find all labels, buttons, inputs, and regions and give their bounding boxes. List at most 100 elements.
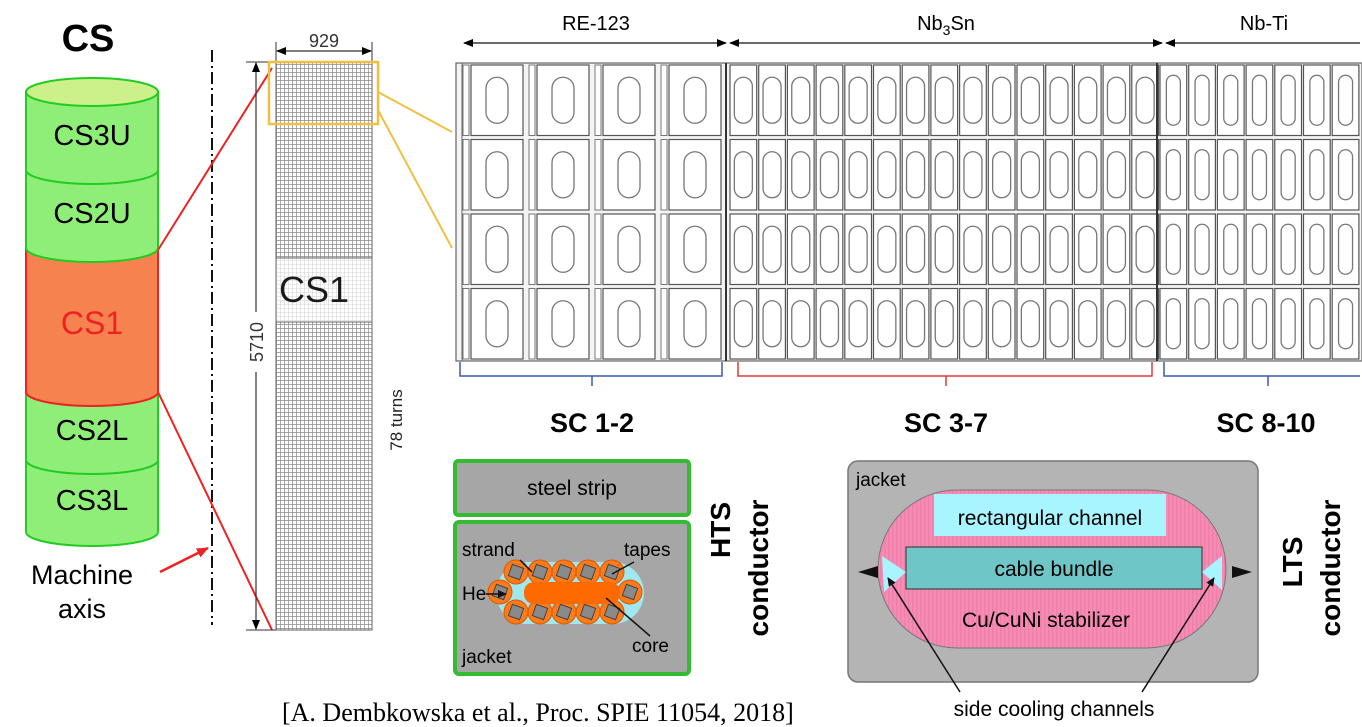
- cooling-channel: [551, 300, 575, 348]
- cooling-channel: [485, 76, 509, 124]
- grid-separator: [660, 64, 668, 136]
- cooling-channel: [1049, 300, 1069, 348]
- conductor-cell: [602, 138, 656, 211]
- tape-stack: [603, 563, 621, 581]
- grid-separator: [660, 288, 668, 360]
- conductor-cell: [1216, 64, 1245, 137]
- cooling-channel: [1165, 223, 1181, 275]
- cooling-channel: [1309, 74, 1325, 126]
- conductor-cell: [470, 213, 524, 286]
- cs-title: CS: [62, 18, 115, 60]
- cs-module-cs2l: [25, 391, 159, 475]
- cooling-channel: [1165, 149, 1181, 201]
- cooling-channel: [905, 151, 926, 199]
- cable-bundle-label: cable bundle: [994, 558, 1113, 581]
- cs-module-label: CS1: [61, 305, 123, 341]
- cooling-channel: [1106, 225, 1127, 273]
- lts-jacket-label: jacket: [855, 470, 906, 491]
- cooling-channel: [1337, 298, 1354, 350]
- cooling-channel: [485, 225, 509, 273]
- conductor-cell: [1331, 138, 1360, 211]
- grid-separator: [594, 213, 602, 285]
- grid-separator: [528, 213, 536, 285]
- cs-top-cap: [25, 77, 159, 107]
- cs-module-label: CS3U: [53, 120, 130, 152]
- grid-separator: [462, 288, 470, 360]
- cooling-channel: [934, 76, 954, 124]
- conductor-cell: [668, 138, 722, 211]
- cooling-channel: [877, 151, 897, 199]
- hts-core: [524, 582, 620, 604]
- cooling-channel: [1251, 74, 1268, 126]
- hts-title-1: HTS: [705, 502, 736, 558]
- cooling-channel: [1020, 300, 1040, 348]
- strand-label: strand: [462, 540, 515, 561]
- cooling-channel: [992, 76, 1012, 124]
- cooling-channel: [934, 151, 954, 199]
- cooling-channel: [1165, 298, 1181, 350]
- cooling-channel: [485, 151, 509, 199]
- conductor-cell: [1274, 138, 1303, 211]
- conductor-cell: [1302, 213, 1331, 286]
- citation: [A. Dembkowska et al., Proc. SPIE 11054,…: [282, 698, 794, 727]
- zoom-line-bottom: [377, 109, 453, 249]
- cs-module-label: CS3L: [56, 485, 129, 517]
- conductor-cell: [668, 287, 722, 360]
- cooling-channel: [1106, 300, 1127, 348]
- cooling-channel: [1049, 225, 1069, 273]
- grid-separator: [462, 213, 470, 285]
- cooling-channel: [733, 151, 753, 199]
- machine-axis-label-2: axis: [58, 594, 106, 624]
- cooling-channel: [905, 300, 926, 348]
- cooling-channel: [905, 225, 926, 273]
- tapes-label: tapes: [624, 540, 670, 561]
- cooling-channel: [1106, 151, 1127, 199]
- cooling-channel: [791, 225, 811, 273]
- grid-separator: [462, 64, 470, 136]
- cooling-channel: [683, 300, 707, 348]
- conductor-cell: [1331, 64, 1360, 137]
- cooling-channel: [617, 225, 641, 273]
- cooling-channel: [1020, 151, 1040, 199]
- cs-modules: CS3L CS2L CS1 CS2U CS3U: [25, 77, 159, 547]
- cooling-channel: [733, 300, 753, 348]
- machine-axis-arrow: [159, 546, 209, 574]
- cooling-channel: [992, 300, 1012, 348]
- cooling-channel: [683, 76, 707, 124]
- cooling-channel: [733, 76, 753, 124]
- conductor-cell: [1216, 287, 1245, 360]
- cooling-channel: [1049, 76, 1069, 124]
- cs-module-cs2u: [25, 169, 159, 263]
- conductor-cell: [668, 64, 722, 137]
- cooling-channel: [1309, 223, 1325, 275]
- cooling-channel: [1309, 298, 1325, 350]
- conductor-cell: [1159, 287, 1188, 360]
- cooling-channel: [1337, 74, 1354, 126]
- conductor-cell: [470, 287, 524, 360]
- cooling-channel: [934, 300, 954, 348]
- cooling-channel: [1135, 76, 1155, 124]
- cooling-channel: [1078, 225, 1098, 273]
- cs-module-label: CS2L: [56, 415, 129, 447]
- cooling-channel: [1280, 149, 1296, 201]
- conductor-cell: [1302, 138, 1331, 211]
- tape-stack: [531, 563, 549, 581]
- width-label: 929: [309, 31, 339, 51]
- conductor-cell: [1216, 213, 1245, 286]
- cs1-section: CS1 929 5710 78 turns: [246, 31, 453, 631]
- cs-module-label: CS2U: [53, 198, 130, 230]
- conductor-cell: [1245, 138, 1274, 211]
- conductor-cell: [1159, 64, 1188, 137]
- cooling-channel: [1194, 74, 1210, 126]
- conductor-cell: [602, 64, 656, 137]
- side-channels-label: side cooling channels: [954, 698, 1155, 721]
- rect-channel-label: rectangular channel: [958, 507, 1142, 530]
- conductor-cell: [470, 138, 524, 211]
- cooling-channel: [762, 225, 782, 273]
- cooling-channel: [1020, 76, 1040, 124]
- cooling-channel: [1078, 151, 1098, 199]
- cooling-channel: [963, 225, 983, 273]
- cooling-channel: [1194, 298, 1210, 350]
- cooling-channel: [1223, 149, 1239, 201]
